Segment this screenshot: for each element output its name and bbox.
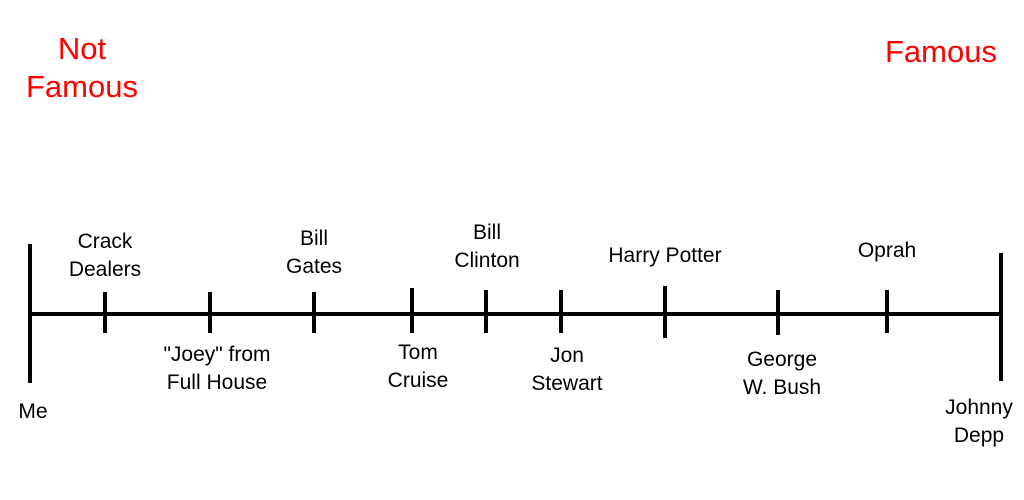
person-label: Harry Potter: [608, 244, 722, 267]
not-famous-label: Not Famous: [26, 31, 138, 104]
person-label: Bill Gates: [285, 227, 343, 278]
person-label: Jon Stewart: [531, 344, 603, 395]
person-label: Bill Clinton: [454, 221, 520, 272]
famous-label: Famous: [885, 34, 997, 69]
person-label: Johnny Depp: [945, 396, 1013, 447]
person-label: George W. Bush: [742, 348, 822, 399]
person-label: Crack Dealers: [68, 230, 142, 281]
person-label: Me: [18, 400, 48, 423]
person-label: Tom Cruise: [387, 341, 449, 392]
person-label: "Joey" from Full House: [163, 343, 271, 394]
person-label: Oprah: [857, 239, 917, 262]
